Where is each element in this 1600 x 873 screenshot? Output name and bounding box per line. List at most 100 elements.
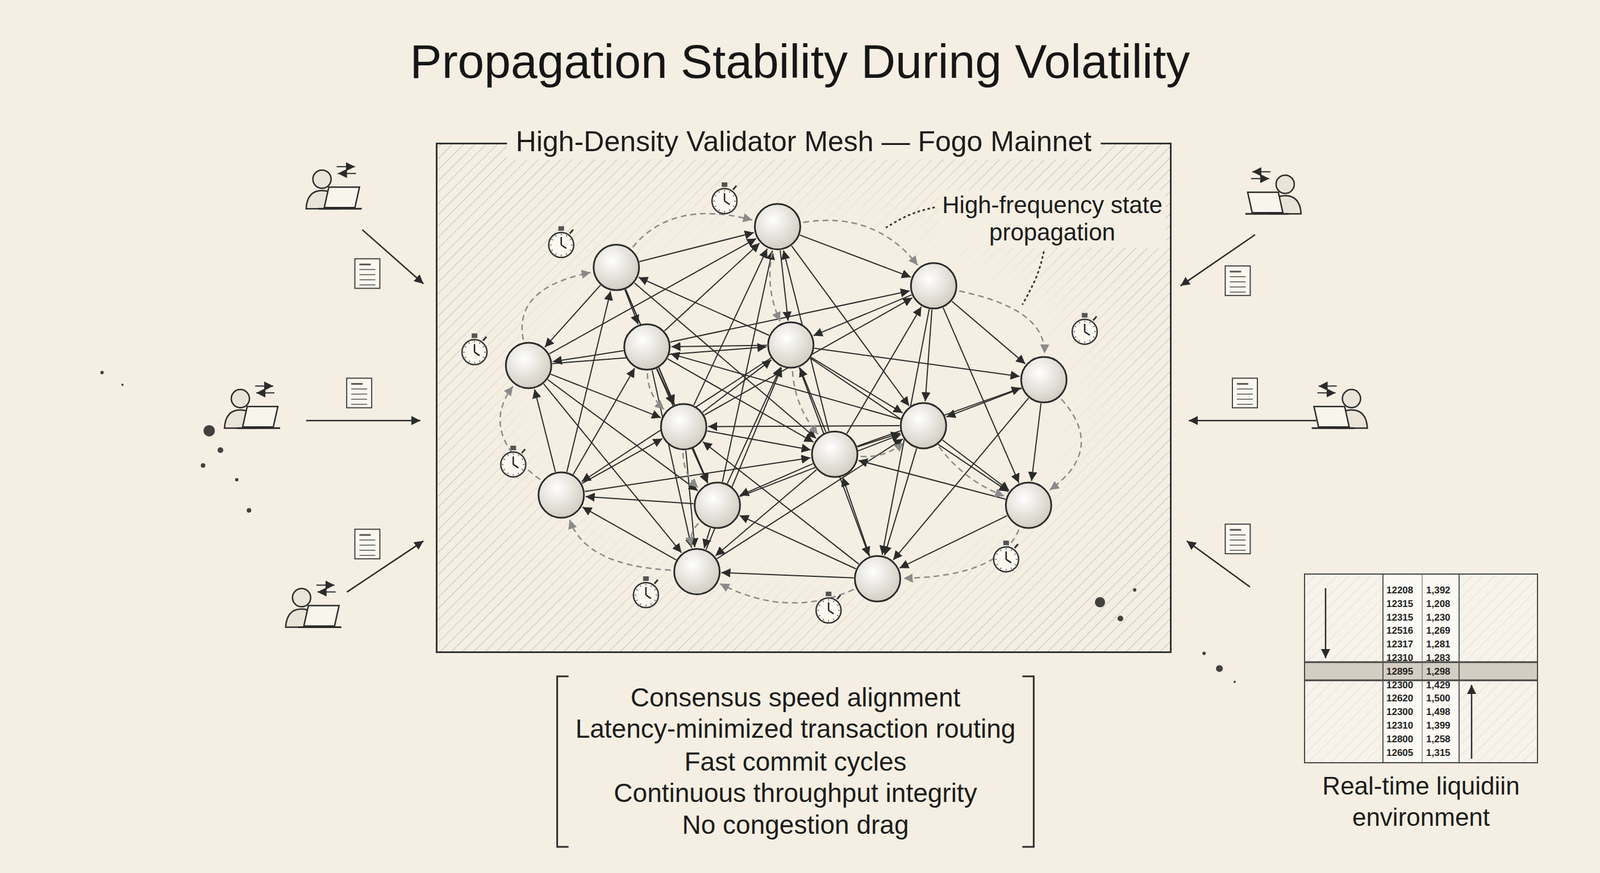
propagation-curve [632,213,753,248]
order-book-panel: Real-time liquidiin environment [1303,573,1539,764]
validator-node [674,548,720,595]
table-cell: 1,230 [1426,611,1451,622]
mesh-link [893,397,1029,560]
mesh-link [739,463,814,496]
document-icon [355,528,381,559]
table-cell: 12310 [1386,652,1414,663]
mesh-link [739,515,857,569]
input-arrow [1180,234,1256,286]
user-icon [1311,385,1368,428]
document-icon [1232,377,1258,408]
mesh-link [884,448,917,556]
ink-splatter [1117,615,1124,622]
mesh-link [703,527,711,548]
stopwatch-icon [711,182,737,214]
input-arrow [1186,540,1250,587]
panel-heading: High-Density Validator Mesh — Fogo Mainn… [506,123,1101,160]
table-cell: 1,208 [1426,598,1451,608]
ink-splatter [1233,680,1236,683]
table-cell: 12317 [1386,639,1414,649]
propagation-curve [647,373,664,410]
ink-splatter [217,447,224,453]
propagation-curve [769,252,781,322]
ink-splatter [100,371,104,375]
table-cell: 1,258 [1426,733,1451,744]
user-icon [224,385,281,428]
mesh-link [942,439,1010,491]
table-cell: 1,399 [1426,720,1451,731]
propagation-curve [860,442,904,457]
mesh-link [584,457,811,492]
propagation-curve [682,452,698,488]
validator-node [538,472,585,518]
ink-splatter [200,463,206,468]
validator-node [754,203,800,250]
propagation-curve [500,386,541,480]
title: Propagation Stability During Volatility [410,34,1191,90]
table-cell: 12315 [1386,598,1414,608]
feature-line: Consensus speed alignment [630,681,961,713]
table-cell: 1,283 [1426,652,1451,663]
input-arrow [306,419,421,422]
table-cell: 12300 [1386,679,1414,690]
mesh-links [534,232,1041,578]
mesh-link [791,246,910,407]
mesh-link [581,438,662,484]
mesh-link [625,289,708,483]
mesh-link [800,367,827,432]
validator-node [660,403,707,450]
validator-node [854,555,900,602]
table-cell: 1,429 [1426,679,1451,690]
mesh-link [707,430,811,450]
ink-splatter [203,425,215,437]
mesh-link [858,460,1006,499]
propagation-curve [690,523,699,547]
feature-line: No congestion drag [682,809,910,840]
ink-splatter [246,507,252,513]
mesh-link [842,477,870,557]
mesh-link [811,357,903,414]
bracket [1022,676,1034,847]
bracket [557,676,569,847]
table-cell: 12605 [1386,747,1414,757]
ink-splatter [235,477,239,482]
mesh-link [543,383,682,553]
mesh-link [664,243,760,331]
mesh-link [567,290,611,472]
table-cell: 1,269 [1426,625,1451,636]
validator-node [1021,356,1067,403]
feature-line: Latency-minimized transaction routing [575,713,1016,744]
ink-splatter [121,383,124,386]
mesh-link [702,359,772,412]
mesh-link [652,370,693,548]
table-cell: 12315 [1386,611,1414,622]
mesh-link [671,345,768,347]
validator-node [910,263,957,309]
user-icon [285,585,342,628]
table-cell: 1,281 [1426,639,1451,649]
validator-node [593,244,640,291]
mesh-link [798,367,869,556]
mesh-link [552,350,624,362]
mesh-link [721,572,854,578]
validator-node [768,322,814,368]
propagation-curve [939,446,1005,497]
propagation-curve [1050,398,1082,490]
mesh-link [582,506,677,560]
mesh-link [814,348,1020,377]
mesh-link [943,307,1019,483]
document-icon [355,258,381,289]
table-cell: 12895 [1386,665,1414,676]
mesh-link [685,450,695,548]
document-icon [1225,265,1250,296]
ink-splatter [1202,651,1206,655]
validator-node [1005,482,1052,528]
table-cell: 12310 [1386,720,1414,731]
input-arrow [362,229,424,284]
ink-splatter [1094,597,1106,608]
leader-line [886,207,935,228]
propagation-curve [792,371,819,435]
propagation-curve [803,220,918,266]
stopwatch-icon [1072,313,1098,345]
table-cell: 1,392 [1426,585,1451,595]
